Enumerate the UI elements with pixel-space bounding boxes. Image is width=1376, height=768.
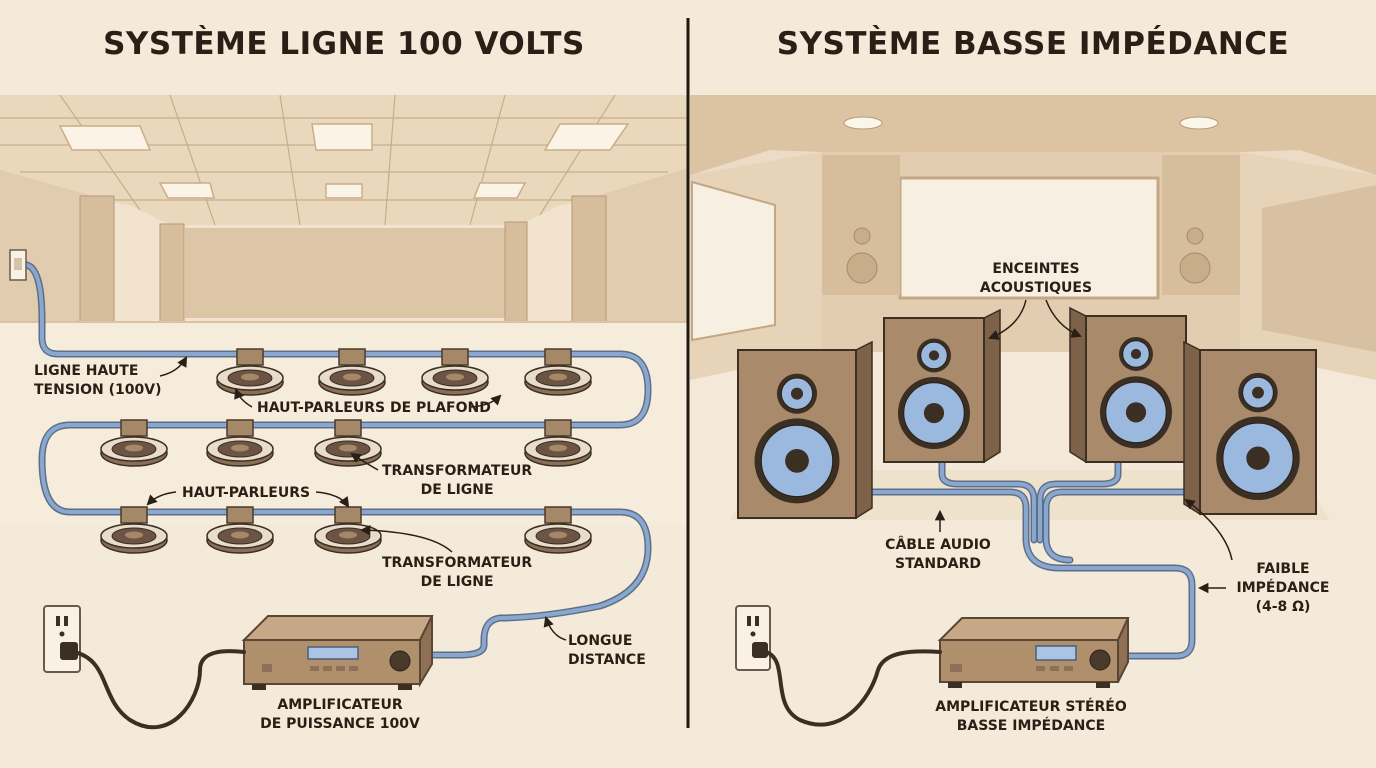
speaker-cabinet-icon: [1069, 306, 1187, 464]
label-line: DISTANCE: [568, 652, 646, 668]
label-line: ACOUSTIQUES: [979, 280, 1093, 296]
label-long-distance: LONGUE DISTANCE: [568, 632, 646, 670]
label-line: HAUT-PARLEURS: [182, 485, 311, 501]
label-line: AMPLIFICATEUR STÉRÉO: [935, 699, 1127, 715]
wall-junction-box: [9, 249, 27, 281]
label-line: TRANSFORMATEUR: [382, 463, 533, 479]
line-transformer-icon: [236, 348, 264, 366]
label-line: BASSE IMPÉDANCE: [956, 718, 1106, 734]
label-line: DE PUISSANCE 100V: [260, 716, 420, 732]
label-line: STANDARD: [895, 556, 981, 572]
line-transformer-icon: [544, 348, 572, 366]
line-transformer-icon: [226, 506, 254, 524]
label-power-amplifier: AMPLIFICATEUR DE PUISSANCE 100V: [250, 696, 430, 734]
ceiling-speaker-icon: [206, 506, 274, 554]
label-line-transformer-1: TRANSFORMATEUR DE LIGNE: [382, 462, 532, 500]
power-outlet-left: [43, 605, 81, 673]
title-100v-system: SYSTÈME LIGNE 100 VOLTS: [103, 26, 585, 62]
speaker-cabinet-icon: [883, 308, 1001, 464]
title-low-impedance-system: SYSTÈME BASSE IMPÉDANCE: [776, 26, 1290, 62]
speaker-enclosure-group: [737, 306, 1317, 520]
label-ceiling-speakers: HAUT-PARLEURS DE PLAFOND: [257, 399, 491, 418]
ceiling-speaker-icon: [421, 348, 489, 396]
power-outlet-right: [735, 605, 771, 671]
standard-audio-cable: [852, 458, 1204, 660]
label-line: TRANSFORMATEUR: [382, 555, 533, 571]
label-standard-audio-cable: CÂBLE AUDIO STANDARD: [878, 536, 998, 574]
label-low-impedance: FAIBLE IMPÉDANCE (4-8 Ω): [1228, 560, 1338, 617]
ceiling-speaker-group: [100, 348, 592, 554]
label-line: TENSION (100V): [34, 382, 162, 398]
speaker-cabinet-icon: [1183, 340, 1317, 516]
ceiling-speaker-icon: [100, 419, 168, 467]
label-line: LONGUE: [568, 633, 633, 649]
label-line: AMPLIFICATEUR: [277, 697, 403, 713]
line-transformer-icon: [120, 506, 148, 524]
amplifier-display: [1035, 645, 1077, 661]
label-line: DE LIGNE: [420, 574, 494, 590]
ceiling-speaker-icon: [206, 419, 274, 467]
label-line: LIGNE HAUTE: [34, 363, 139, 379]
power-amplifier-100v: [241, 615, 434, 690]
label-speakers: HAUT-PARLEURS: [182, 484, 310, 503]
label-line: (4-8 Ω): [1255, 599, 1311, 615]
power-cord-left: [72, 649, 246, 730]
line-transformer-icon: [441, 348, 469, 366]
ceiling-light-panels: [58, 123, 630, 199]
ceiling-speaker-icon: [524, 419, 592, 467]
ceiling-speaker-icon: [318, 348, 386, 396]
right-annotation-arrows: [934, 299, 1233, 594]
label-stereo-amplifier: AMPLIFICATEUR STÉRÉO BASSE IMPÉDANCE: [926, 698, 1136, 736]
line-transformer-icon: [334, 419, 362, 437]
line-transformer-icon: [338, 348, 366, 366]
label-speaker-enclosures: ENCEINTES ACOUSTIQUES: [976, 260, 1096, 298]
label-high-voltage-line: LIGNE HAUTE TENSION (100V): [34, 362, 161, 400]
stereo-amplifier-low-impedance: [937, 617, 1130, 688]
amplifier-display: [307, 646, 359, 660]
label-line-transformer-2: TRANSFORMATEUR DE LIGNE: [382, 554, 532, 592]
line-transformer-icon: [544, 419, 572, 437]
label-line: IMPÉDANCE: [1236, 580, 1330, 596]
label-line: HAUT-PARLEURS DE PLAFOND: [257, 400, 491, 416]
line-transformer-icon: [544, 506, 572, 524]
label-line: CÂBLE AUDIO: [885, 537, 991, 553]
ceiling-speaker-icon: [100, 506, 168, 554]
power-cord-right: [764, 649, 942, 727]
volume-knob: [389, 650, 411, 672]
ceiling-speaker-icon: [314, 419, 382, 467]
line-transformer-icon: [334, 506, 362, 524]
ceiling-speaker-icon: [314, 506, 382, 554]
speaker-cabinet-icon: [737, 340, 873, 520]
left-annotation-arrows: [146, 356, 567, 641]
label-line: FAIBLE: [1256, 561, 1310, 577]
line-transformer-icon: [120, 419, 148, 437]
ceiling-speaker-icon: [524, 506, 592, 554]
high-voltage-line-cable: [18, 261, 652, 659]
label-line: DE LIGNE: [420, 482, 494, 498]
volume-knob: [1089, 649, 1111, 671]
ceiling-speaker-icon: [524, 348, 592, 396]
line-transformer-icon: [226, 419, 254, 437]
ceiling-speaker-icon: [216, 348, 284, 396]
label-line: ENCEINTES: [992, 261, 1080, 277]
